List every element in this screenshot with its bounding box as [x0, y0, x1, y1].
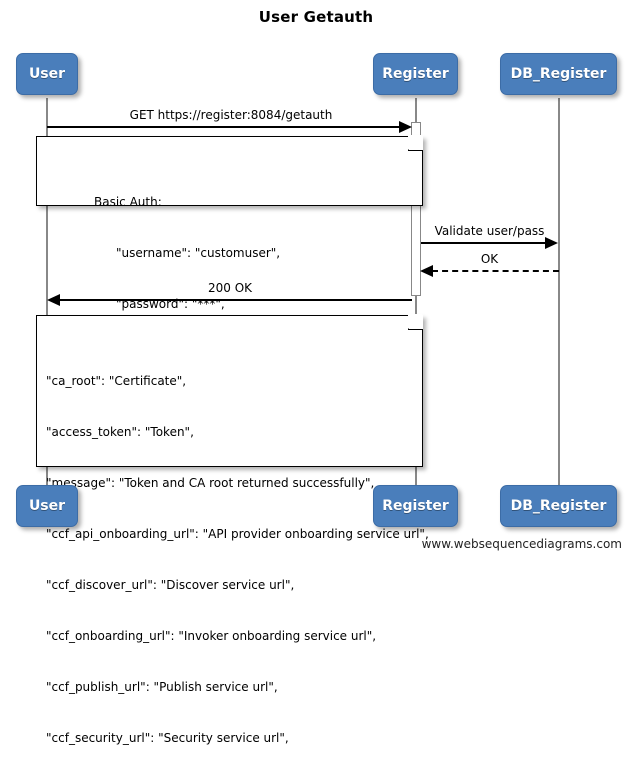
arrow-head-ok — [420, 265, 433, 277]
actor-label: DB_Register — [510, 498, 607, 514]
basic-auth-note: Basic Auth: "username": "customuser", "p… — [36, 135, 423, 311]
lifeline-user — [46, 98, 48, 488]
lifeline-db-register — [558, 98, 560, 488]
actor-label: User — [28, 66, 66, 82]
actor-user-top[interactable]: User — [16, 53, 78, 95]
note-fold-icon — [408, 314, 423, 330]
note-line: "username": "customuser", — [116, 246, 281, 260]
response-payload-note: "ca_root": "Certificate", "access_token"… — [36, 314, 429, 745]
note-fold-icon — [408, 135, 423, 151]
note-line: "ccf_discover_url": "Discover service ur… — [46, 578, 295, 592]
message-label-validate: Validate user/pass — [434, 224, 545, 238]
message-line-get-getauth — [47, 126, 403, 128]
actor-label: Register — [382, 66, 449, 82]
actor-register-top[interactable]: Register — [373, 53, 458, 95]
note-line: "ccf_api_onboarding_url": "API provider … — [46, 527, 429, 541]
arrow-head-200-ok — [47, 294, 60, 306]
note-line: "ccf_onboarding_url": "Invoker onboardin… — [46, 629, 377, 643]
page-title: User Getauth — [258, 8, 374, 26]
activation-bar-register — [411, 122, 421, 296]
message-line-validate — [421, 242, 547, 244]
arrow-head-get-getauth — [399, 121, 412, 133]
actor-db-register-bottom[interactable]: DB_Register — [500, 485, 617, 527]
actor-db-register-top[interactable]: DB_Register — [500, 53, 617, 95]
message-line-200-ok — [59, 299, 412, 301]
note-line: "ccf_security_url": "Security service ur… — [46, 731, 289, 745]
note-line: "access_token": "Token", — [46, 425, 194, 439]
footer-watermark: www.websequencediagrams.com — [421, 537, 622, 551]
message-label-ok: OK — [480, 252, 499, 266]
message-label-200-ok: 200 OK — [207, 281, 253, 295]
message-label-get-getauth: GET https://register:8084/getauth — [129, 108, 333, 122]
sequence-diagram: User Getauth User Register DB_Register G… — [16, 8, 622, 745]
actor-label: DB_Register — [510, 66, 607, 82]
arrow-head-validate — [545, 237, 558, 249]
actor-label: Register — [382, 498, 449, 514]
note-line: Basic Auth: — [94, 195, 162, 209]
actor-label: User — [28, 498, 66, 514]
actor-user-bottom[interactable]: User — [16, 485, 78, 527]
note-line: "message": "Token and CA root returned s… — [46, 476, 375, 490]
note-line: "ca_root": "Certificate", — [46, 374, 187, 388]
actor-register-bottom[interactable]: Register — [373, 485, 458, 527]
note-line: "ccf_publish_url": "Publish service url"… — [46, 680, 278, 694]
message-line-ok — [432, 270, 559, 272]
